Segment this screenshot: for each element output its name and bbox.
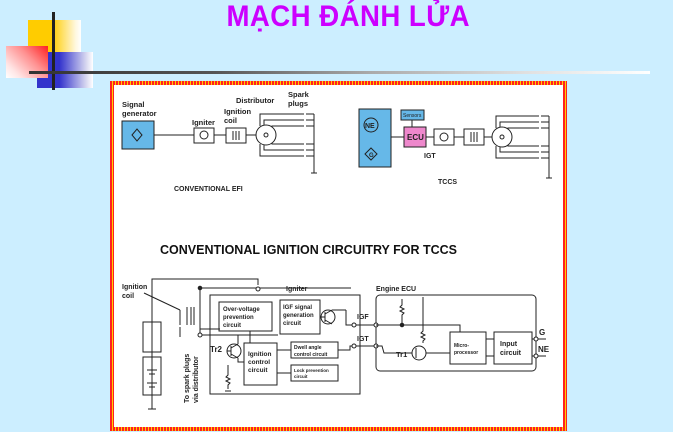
tccs-igniter-block [433, 128, 455, 146]
label-input-circuit-1: Input [500, 341, 518, 348]
label-ecu: ECU [407, 133, 424, 142]
label-dwell-angle-2: control circuit [294, 352, 328, 358]
label-sensors: Sensors [403, 113, 422, 119]
decor-vertical-bar [52, 12, 55, 90]
label-spark-plugs-2: plugs [288, 99, 308, 108]
label-over-voltage-1: Over-voltage [223, 307, 260, 313]
signal-generator-block [121, 120, 155, 150]
label-ignition-coil-bottom-2: coil [122, 293, 134, 300]
label-spark-plugs-note-2: via distributor [193, 356, 200, 403]
decor-title-underline [29, 71, 650, 74]
spark-plug-wires [259, 113, 317, 174]
label-engine-ecu: Engine ECU [376, 286, 416, 293]
label-g-terminal: G [539, 328, 545, 337]
tccs-diagram: NE G Sensors ECU IGT TCCS [358, 108, 552, 186]
label-input-circuit-2: circuit [500, 350, 522, 357]
transistor-icon [199, 130, 209, 140]
tr1-transistor [411, 345, 427, 361]
label-over-voltage-2: prevention [223, 315, 254, 321]
label-igf-signal-3: circuit [283, 321, 301, 327]
label-tr1: Tr1 [396, 350, 407, 359]
tccs-distributor-icon [491, 126, 513, 148]
label-g-sensor: G [369, 153, 374, 159]
microprocessor-block [449, 331, 487, 365]
label-lock-prevention-2: circuit [294, 374, 308, 379]
label-signal-generator-2: generator [122, 109, 157, 118]
label-tr2: Tr2 [210, 345, 223, 354]
label-spark-plugs-note-1: To spark plugs [184, 354, 191, 403]
label-ignition-control-2: control [248, 359, 270, 366]
label-igt-top: IGT [424, 153, 436, 160]
ignition-switch [142, 321, 162, 353]
coil-symbol [186, 307, 195, 325]
sensor-block [358, 108, 392, 168]
label-ignition-coil-2: coil [224, 116, 237, 125]
caption-conventional-efi: CONVENTIONAL EFI [174, 186, 243, 193]
label-ignition-coil-bottom-1: Ignition [122, 284, 147, 291]
label-ne-terminal: NE [538, 345, 550, 354]
label-ignition-control-3: circuit [248, 367, 268, 374]
label-distributor: Distributor [236, 96, 274, 105]
diagram-frame: Signal generator Igniter Ignition coil D… [110, 81, 567, 431]
igniter-box [209, 294, 361, 395]
caption-tccs: TCCS [438, 179, 457, 186]
ignition-diagram: Signal generator Igniter Ignition coil D… [121, 90, 552, 410]
label-igf-signal-1: IGF signal [283, 305, 312, 311]
label-over-voltage-3: circuit [223, 323, 241, 329]
tccs-spark-plug-wires [495, 115, 552, 179]
signal-generator-icon [131, 128, 143, 142]
ignition-circuit: Ignition coil To spark plugs via distrib… [122, 278, 550, 410]
label-ne-sensor: NE [365, 123, 375, 130]
label-microprocessor-1: Micro- [454, 343, 469, 349]
label-spark-plugs-1: Spark [288, 90, 310, 99]
label-lock-prevention-1: Lock prevention [294, 368, 329, 373]
label-dwell-angle-1: Dwell angle [294, 345, 322, 351]
battery [142, 356, 162, 396]
circuit-heading: CONVENTIONAL IGNITION CIRCUITRY FOR TCCS [160, 243, 457, 257]
ignition-control-block [243, 342, 278, 386]
label-igt: IGT [357, 336, 369, 343]
over-voltage-block [218, 301, 273, 332]
label-igf-signal-2: generation [283, 313, 314, 319]
label-ignition-control-1: Ignition [248, 351, 271, 358]
label-microprocessor-2: processor [454, 350, 478, 356]
label-signal-generator-1: Signal [122, 100, 145, 109]
distributor-icon [255, 124, 277, 146]
label-igniter: Igniter [192, 118, 215, 127]
slide-title: MẠCH ĐÁNH LỬA [226, 0, 470, 33]
label-igniter-bottom: Igniter [286, 286, 308, 293]
engine-ecu-box [375, 294, 537, 372]
igniter-block [193, 127, 215, 144]
input-circuit-block [493, 331, 533, 365]
label-ignition-coil-1: Ignition [224, 107, 251, 116]
efi-diagram: Signal generator Igniter Ignition coil D… [121, 90, 317, 193]
label-igf: IGF [357, 314, 369, 321]
